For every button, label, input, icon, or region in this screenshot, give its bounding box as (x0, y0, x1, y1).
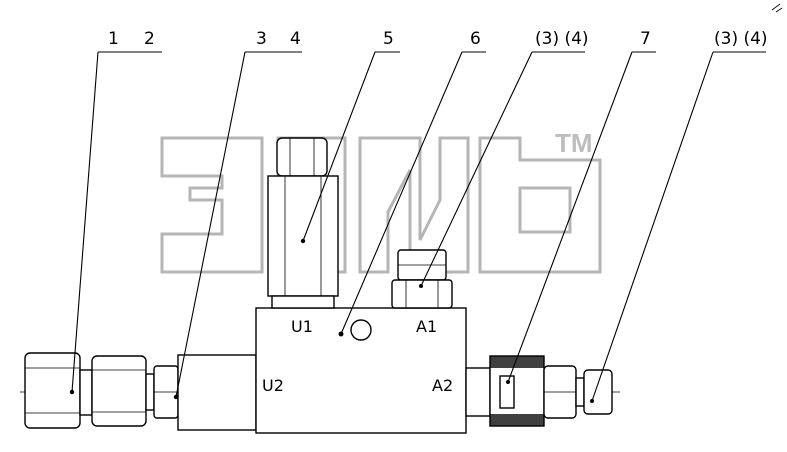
pipe-stub-end (575, 377, 585, 407)
port-label-a2: A2 (432, 376, 453, 395)
pipe-stub-right (465, 367, 491, 417)
corner-mark (771, 3, 783, 13)
hatched-section-bottom (490, 414, 544, 426)
pipe-stub-mid (145, 373, 155, 411)
callout-3-4-right: (3) (4) (714, 29, 768, 49)
callout-7: 7 (640, 29, 651, 49)
left-fittings (24, 352, 257, 431)
callout-5: 5 (383, 29, 394, 49)
callout-1: 1 (108, 29, 119, 49)
u1-body (267, 175, 339, 297)
end-cap (583, 369, 613, 415)
right-fittings (465, 355, 613, 427)
port-label-a1: A1 (416, 317, 437, 336)
port-label-u2: U2 (262, 376, 284, 395)
port-label-u1: U1 (291, 317, 313, 336)
top-fitting-u1 (267, 137, 339, 309)
trademark-mark: TM (555, 128, 593, 158)
u1-base (271, 295, 335, 309)
u1-cap (276, 137, 328, 177)
leader-lines (69, 51, 766, 402)
top-fitting-a1 (391, 249, 453, 309)
callout-3: 3 (256, 29, 267, 49)
adapter-body-left (177, 354, 257, 431)
coupling-nut-2 (91, 355, 147, 427)
pipe-stub-left (79, 369, 93, 416)
callout-6: 6 (470, 29, 481, 49)
check-valve-spring (499, 375, 515, 409)
a1-nut (391, 279, 453, 309)
callout-3-4-upper: (3) (4) (535, 29, 589, 49)
hatched-section-top (490, 356, 544, 368)
mounting-hole (350, 319, 372, 341)
callout-2: 2 (144, 29, 155, 49)
watermark-logo: TM (160, 128, 602, 274)
callout-4: 4 (290, 29, 301, 49)
